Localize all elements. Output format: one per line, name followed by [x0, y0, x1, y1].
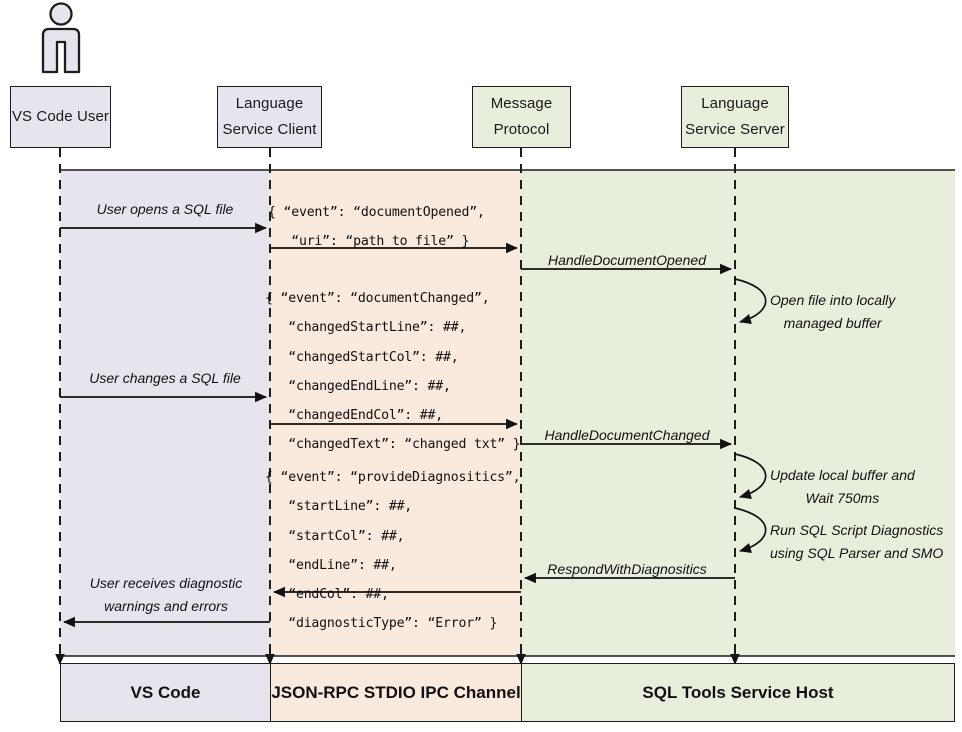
message-label-user-opens-sql-file: User opens a SQL file	[96, 201, 234, 217]
message-label-handle-document-opened: HandleDocumentOpened	[548, 252, 706, 268]
lifeline-title-line2: Protocol	[493, 121, 550, 138]
footer-zone-label: SQL Tools Service Host	[642, 682, 834, 702]
note-line2: Wait 750ms	[805, 489, 880, 506]
footer-zone-vs-code[interactable]: VS Code	[60, 663, 271, 722]
footer-zone-ipc-channel[interactable]: JSON-RPC STDIO IPC Channel	[270, 663, 522, 722]
message-label-line1: User receives diagnostic	[89, 575, 243, 591]
lifeline-terminators	[55, 652, 740, 665]
payload-document-opened: { “event”: “documentOpened”, “uri”: “pat…	[268, 205, 485, 250]
lifeline-title-line1: VS Code User	[11, 108, 110, 126]
footer-zone-label: JSON-RPC STDIO IPC Channel	[271, 682, 521, 702]
message-label-line2: warnings and errors	[104, 597, 228, 614]
vs-code-user-actor	[41, 2, 81, 74]
message-label-handle-document-changed: HandleDocumentChanged	[544, 427, 710, 443]
note-update-buffer-and-wait: Update local buffer and Wait 750ms	[770, 464, 915, 509]
note-line1: Run SQL Script Diagnostics	[770, 522, 944, 538]
self-loop-run-diagnostics	[734, 507, 767, 554]
message-label-user-receives-diagnostics: User receives diagnostic warnings and er…	[66, 572, 266, 617]
payload-document-changed: { “event”: “documentChanged”, “changedSt…	[265, 291, 521, 453]
message-label-user-changes-sql-file: User changes a SQL file	[89, 370, 241, 386]
lifeline-header-message-protocol[interactable]: Message Protocol	[472, 86, 571, 148]
band-service-host	[521, 170, 955, 656]
note-line2: managed buffer	[783, 314, 882, 331]
note-line1: Open file into locally	[770, 292, 896, 308]
footer-zone-label: VS Code	[130, 682, 201, 702]
lifeline-title-line1: Language	[701, 95, 769, 113]
lifeline-dashes	[59, 148, 736, 660]
lifeline-title-line2: Service Client	[222, 121, 317, 138]
lifeline-title-line2: Service Server	[685, 121, 785, 138]
footer-zone-sql-tools-service-host[interactable]: SQL Tools Service Host	[521, 663, 955, 722]
self-loop-update-wait	[734, 453, 767, 500]
message-label-respond-with-diagnositics: RespondWithDiagnositics	[547, 561, 707, 577]
note-line1: Update local buffer and	[770, 467, 915, 483]
lifeline-title-line1: Language	[235, 95, 304, 113]
lifeline-header-vs-code-user[interactable]: VS Code User	[10, 86, 111, 148]
band-ipc-channel	[271, 170, 521, 656]
payload-provide-diagnositics: { “event”: “provideDiagnositics”, “start…	[265, 470, 521, 632]
lifeline-header-language-service-client[interactable]: Language Service Client	[217, 86, 322, 148]
note-line2: using SQL Parser and SMO	[770, 544, 944, 561]
band-vs-code	[60, 170, 271, 656]
self-loop-open-file	[734, 278, 767, 325]
note-open-file-into-buffer: Open file into locally managed buffer	[770, 289, 895, 334]
note-run-sql-script-diagnostics: Run SQL Script Diagnostics using SQL Par…	[770, 519, 943, 564]
lifeline-header-language-service-server[interactable]: Language Service Server	[681, 86, 789, 148]
lifeline-title-line1: Message	[490, 95, 553, 113]
